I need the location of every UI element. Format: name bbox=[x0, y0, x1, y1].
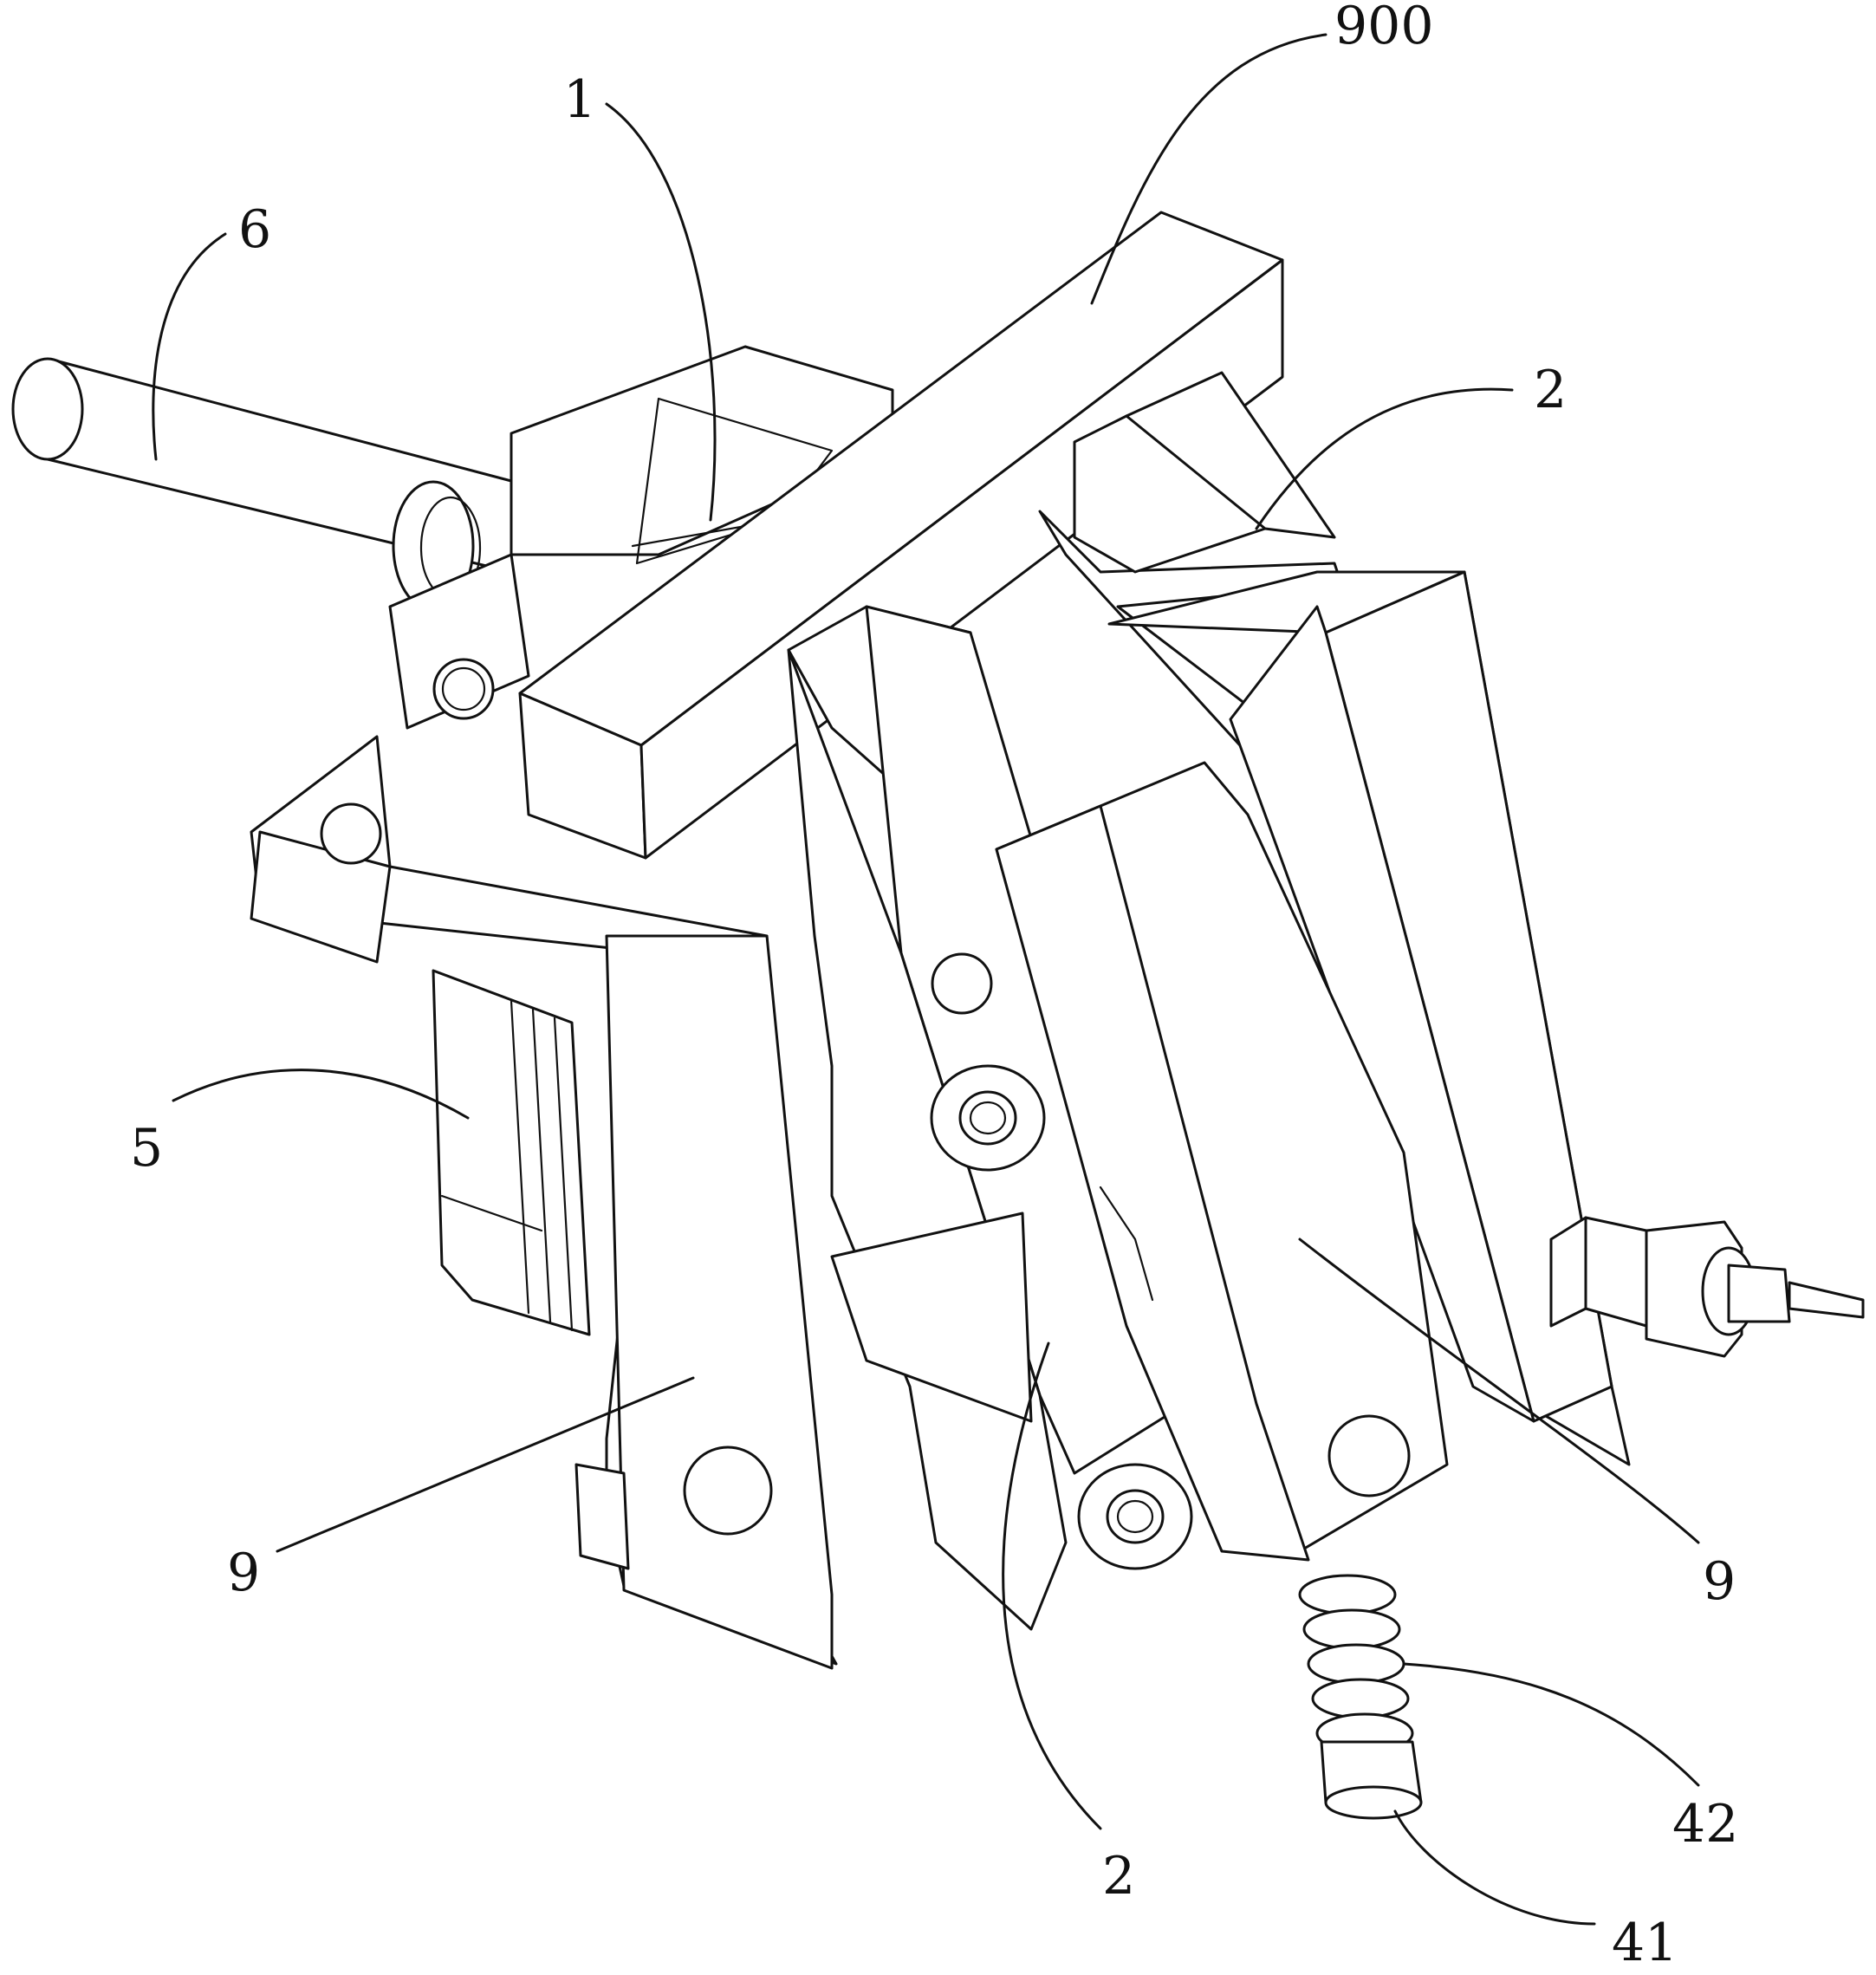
hole-upper-arm bbox=[931, 952, 993, 1015]
leader-9-right bbox=[1298, 1238, 1700, 1544]
label-2-bottom: 2 bbox=[1102, 1846, 1135, 1907]
label-6: 6 bbox=[238, 199, 271, 260]
label-42: 42 bbox=[1672, 1794, 1738, 1855]
label-900: 900 bbox=[1334, 0, 1434, 56]
spring-part-42 bbox=[1298, 1574, 1414, 1754]
leader-2-top bbox=[1255, 387, 1514, 530]
leader-2-bottom bbox=[1002, 1342, 1102, 1830]
bushing-lower bbox=[1077, 1463, 1193, 1570]
label-2-top: 2 bbox=[1534, 360, 1567, 420]
frame-plate-part-9-left bbox=[250, 735, 838, 1670]
reference-labels: 900 1 6 2 5 9 9 2 42 41 bbox=[130, 0, 1738, 1973]
leader-5 bbox=[172, 1069, 470, 1120]
leader-1 bbox=[605, 102, 717, 522]
threaded-sensor bbox=[1549, 1216, 1865, 1358]
label-9-left: 9 bbox=[227, 1543, 260, 1603]
wedge-block-part-1 bbox=[388, 345, 894, 730]
leader-900 bbox=[1090, 33, 1327, 305]
label-1: 1 bbox=[563, 69, 596, 130]
cylinder-rod-part-6 bbox=[11, 357, 513, 612]
leader-9-left bbox=[276, 1376, 695, 1553]
leader-6 bbox=[152, 232, 227, 461]
guide-rail-part-5 bbox=[432, 969, 591, 1336]
bushing-upper bbox=[930, 1064, 1046, 1172]
leader-41 bbox=[1393, 1809, 1596, 1926]
jaw-plate-part-9-center bbox=[995, 761, 1449, 1562]
leader-42 bbox=[1402, 1662, 1700, 1787]
pin-part-41 bbox=[1320, 1740, 1423, 1820]
leader-lines bbox=[152, 33, 1700, 1926]
clamp-arm-part-2-top bbox=[1073, 371, 1613, 1423]
label-9-right: 9 bbox=[1703, 1551, 1736, 1612]
label-41: 41 bbox=[1612, 1913, 1678, 1973]
label-5: 5 bbox=[130, 1118, 163, 1179]
